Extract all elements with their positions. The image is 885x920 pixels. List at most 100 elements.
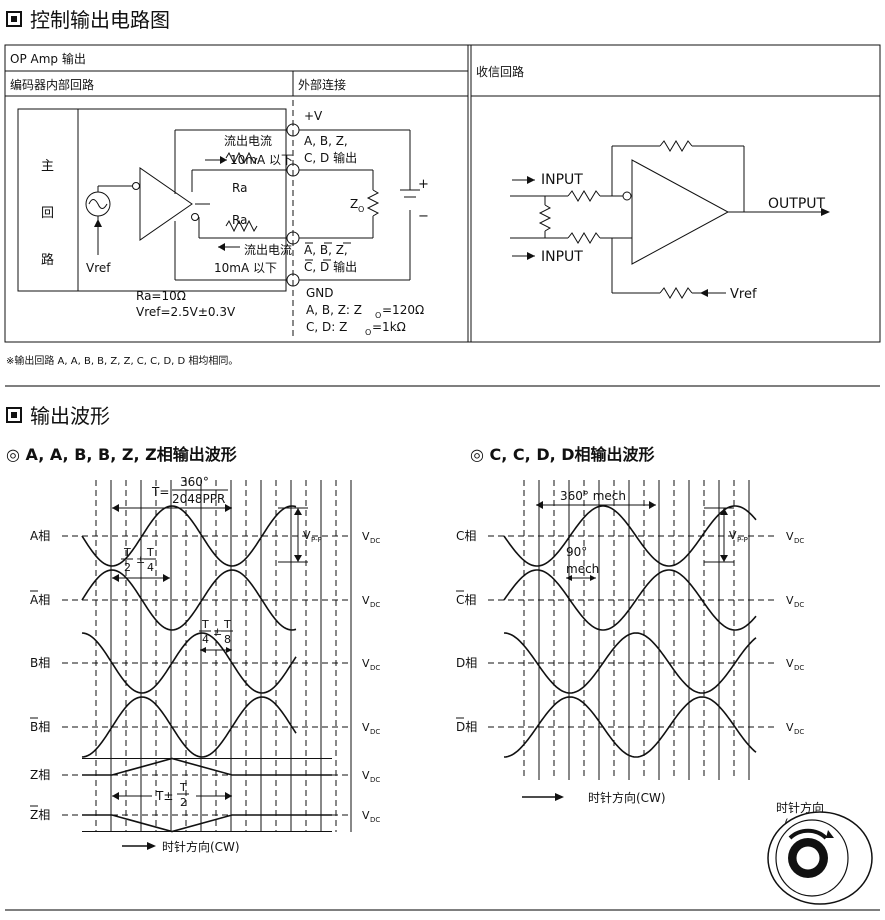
z-pulse-trace [82, 757, 332, 776]
vdc-sub: DC [370, 776, 380, 784]
vdc-sub: DC [370, 728, 380, 736]
vdc-label: V [362, 769, 370, 782]
abz-line2: C, D 输出 [304, 150, 357, 165]
halfT-pm: ± [136, 553, 145, 566]
main-circuit-char-3: 路 [41, 252, 54, 268]
quarterT-b: 4 [147, 561, 154, 574]
resistor-ra-top [225, 151, 258, 165]
impedance-line1-val: =120Ω [382, 303, 424, 317]
external-connection: + − Z O +V A, B, Z, C, D 输出 A, B, Z, C, … [286, 100, 429, 338]
vdc-label: V [362, 657, 370, 670]
current-value-top: 10mA 以下 [230, 153, 293, 167]
phase-label: C相 [456, 529, 476, 543]
phase-label: A相 [30, 529, 50, 543]
header-external: 外部连接 [298, 77, 346, 92]
waveform-trace [81, 569, 297, 631]
vdc-label: V [786, 594, 794, 607]
vdc-label: V [786, 530, 794, 543]
abz-line1: A, B, Z, [304, 134, 348, 148]
vdc-sub: DC [370, 664, 380, 672]
current-label-top: 流出电流 [224, 134, 272, 148]
main-circuit-char-2: 回 [41, 206, 54, 221]
phase-label: D相 [456, 656, 477, 670]
impedance-line2-val: =1kΩ [372, 320, 406, 334]
vdc-label: V [362, 530, 370, 543]
phase-label: Z相 [30, 768, 50, 782]
phase-label: A相 [30, 593, 50, 607]
vdc-label: V [786, 657, 794, 670]
period-den: 2048PPR [172, 492, 225, 506]
halfT-b: 2 [124, 561, 131, 574]
receiver-vref-label: Vref [730, 287, 757, 302]
t4-a: T [201, 618, 209, 631]
ra-label-top: Ra [232, 181, 247, 195]
phase-label: C相 [456, 593, 476, 607]
circuit-table: OP Amp 输出 编码器内部回路 外部连接 收信回路 [4, 44, 881, 343]
section-title-control: 控制输出电路图 [30, 8, 170, 32]
z-width-label: T± [155, 789, 173, 803]
vdc-sub: DC [794, 728, 804, 736]
battery-plus: + [418, 177, 429, 192]
section-title-waveform: 输出波形 [30, 404, 110, 428]
t8-a: T [223, 618, 231, 631]
svg-text:P-P: P-P [311, 536, 322, 544]
phase-label: B相 [30, 656, 50, 670]
mech-label: mech [566, 562, 599, 576]
z0-label: Z [350, 197, 358, 211]
waveform-trace [503, 505, 757, 567]
header-internal: 编码器内部回路 [10, 77, 94, 92]
input-label-bottom: INPUT [541, 249, 583, 265]
period-prefix: T= [151, 485, 169, 499]
vdc-sub: DC [794, 537, 804, 545]
circuit-note: ※输出回路 A, A, B, B, Z, Z, C, C, D, D 相均相同。 [6, 354, 238, 367]
vdc-label: V [362, 809, 370, 822]
waveform-trace [503, 632, 757, 694]
z-pulse-trace [82, 814, 332, 833]
halfT-a: T [123, 546, 131, 559]
svg-text:P-P: P-P [737, 536, 748, 544]
knob-label-1: 时针方向 [776, 800, 824, 815]
vdc-sub: DC [794, 601, 804, 609]
mech-360-label: 360° mech [560, 489, 626, 503]
resistor-shunt [538, 204, 552, 232]
t8-b: 8 [224, 633, 231, 646]
phase-label: Z相 [30, 808, 50, 822]
left-wave-title: ◎ A, A, B, B, Z, Z相输出波形 [6, 445, 237, 464]
vdc-sub: DC [370, 816, 380, 824]
section-square-icon-2 [6, 407, 22, 423]
current-value-bottom: 10mA 以下 [214, 261, 277, 275]
plus-v-label: +V [304, 109, 323, 123]
left-annotations: T= 360° 2048PPR T 2 ± T 4 T 4 ± T 8 T± T… [112, 475, 240, 854]
waveform-trace [503, 569, 757, 631]
resistor-input-bottom [567, 232, 601, 244]
phase-label: D相 [456, 720, 477, 734]
battery-minus: − [418, 209, 429, 224]
impedance-line1-sub: O [375, 311, 381, 320]
vdc-sub: DC [794, 664, 804, 672]
right-annotations: 360° mech 90° mech 时针方向(CW) 时针方向 (CW) [522, 489, 873, 905]
ra-label-bottom: Ra [232, 213, 247, 227]
output-label: OUTPUT [768, 196, 826, 212]
z0-sub: O [358, 205, 364, 214]
left-direction: 时针方向(CW) [162, 839, 240, 854]
waveform-trace [81, 696, 297, 758]
impedance-line2-sub: O [365, 328, 371, 337]
z-width-b: 2 [180, 796, 187, 809]
z-width-a: T [179, 781, 187, 794]
resistor-input-top [567, 190, 601, 202]
phase-label: B相 [30, 720, 50, 734]
resistor-z0 [366, 189, 380, 217]
impedance-line2: C, D: Z [306, 320, 347, 334]
impedance-line1: A, B, Z: Z [306, 303, 362, 317]
resistor-vref [659, 287, 693, 299]
svg-text:V: V [303, 529, 311, 542]
abz-bar-line1: A, B, Z, [304, 243, 348, 257]
receiver-opamp [631, 159, 730, 265]
period-num: 360° [180, 475, 209, 489]
t4-b: 4 [202, 633, 209, 646]
t4-pm: ± [213, 625, 222, 638]
vdc-label: V [362, 594, 370, 607]
